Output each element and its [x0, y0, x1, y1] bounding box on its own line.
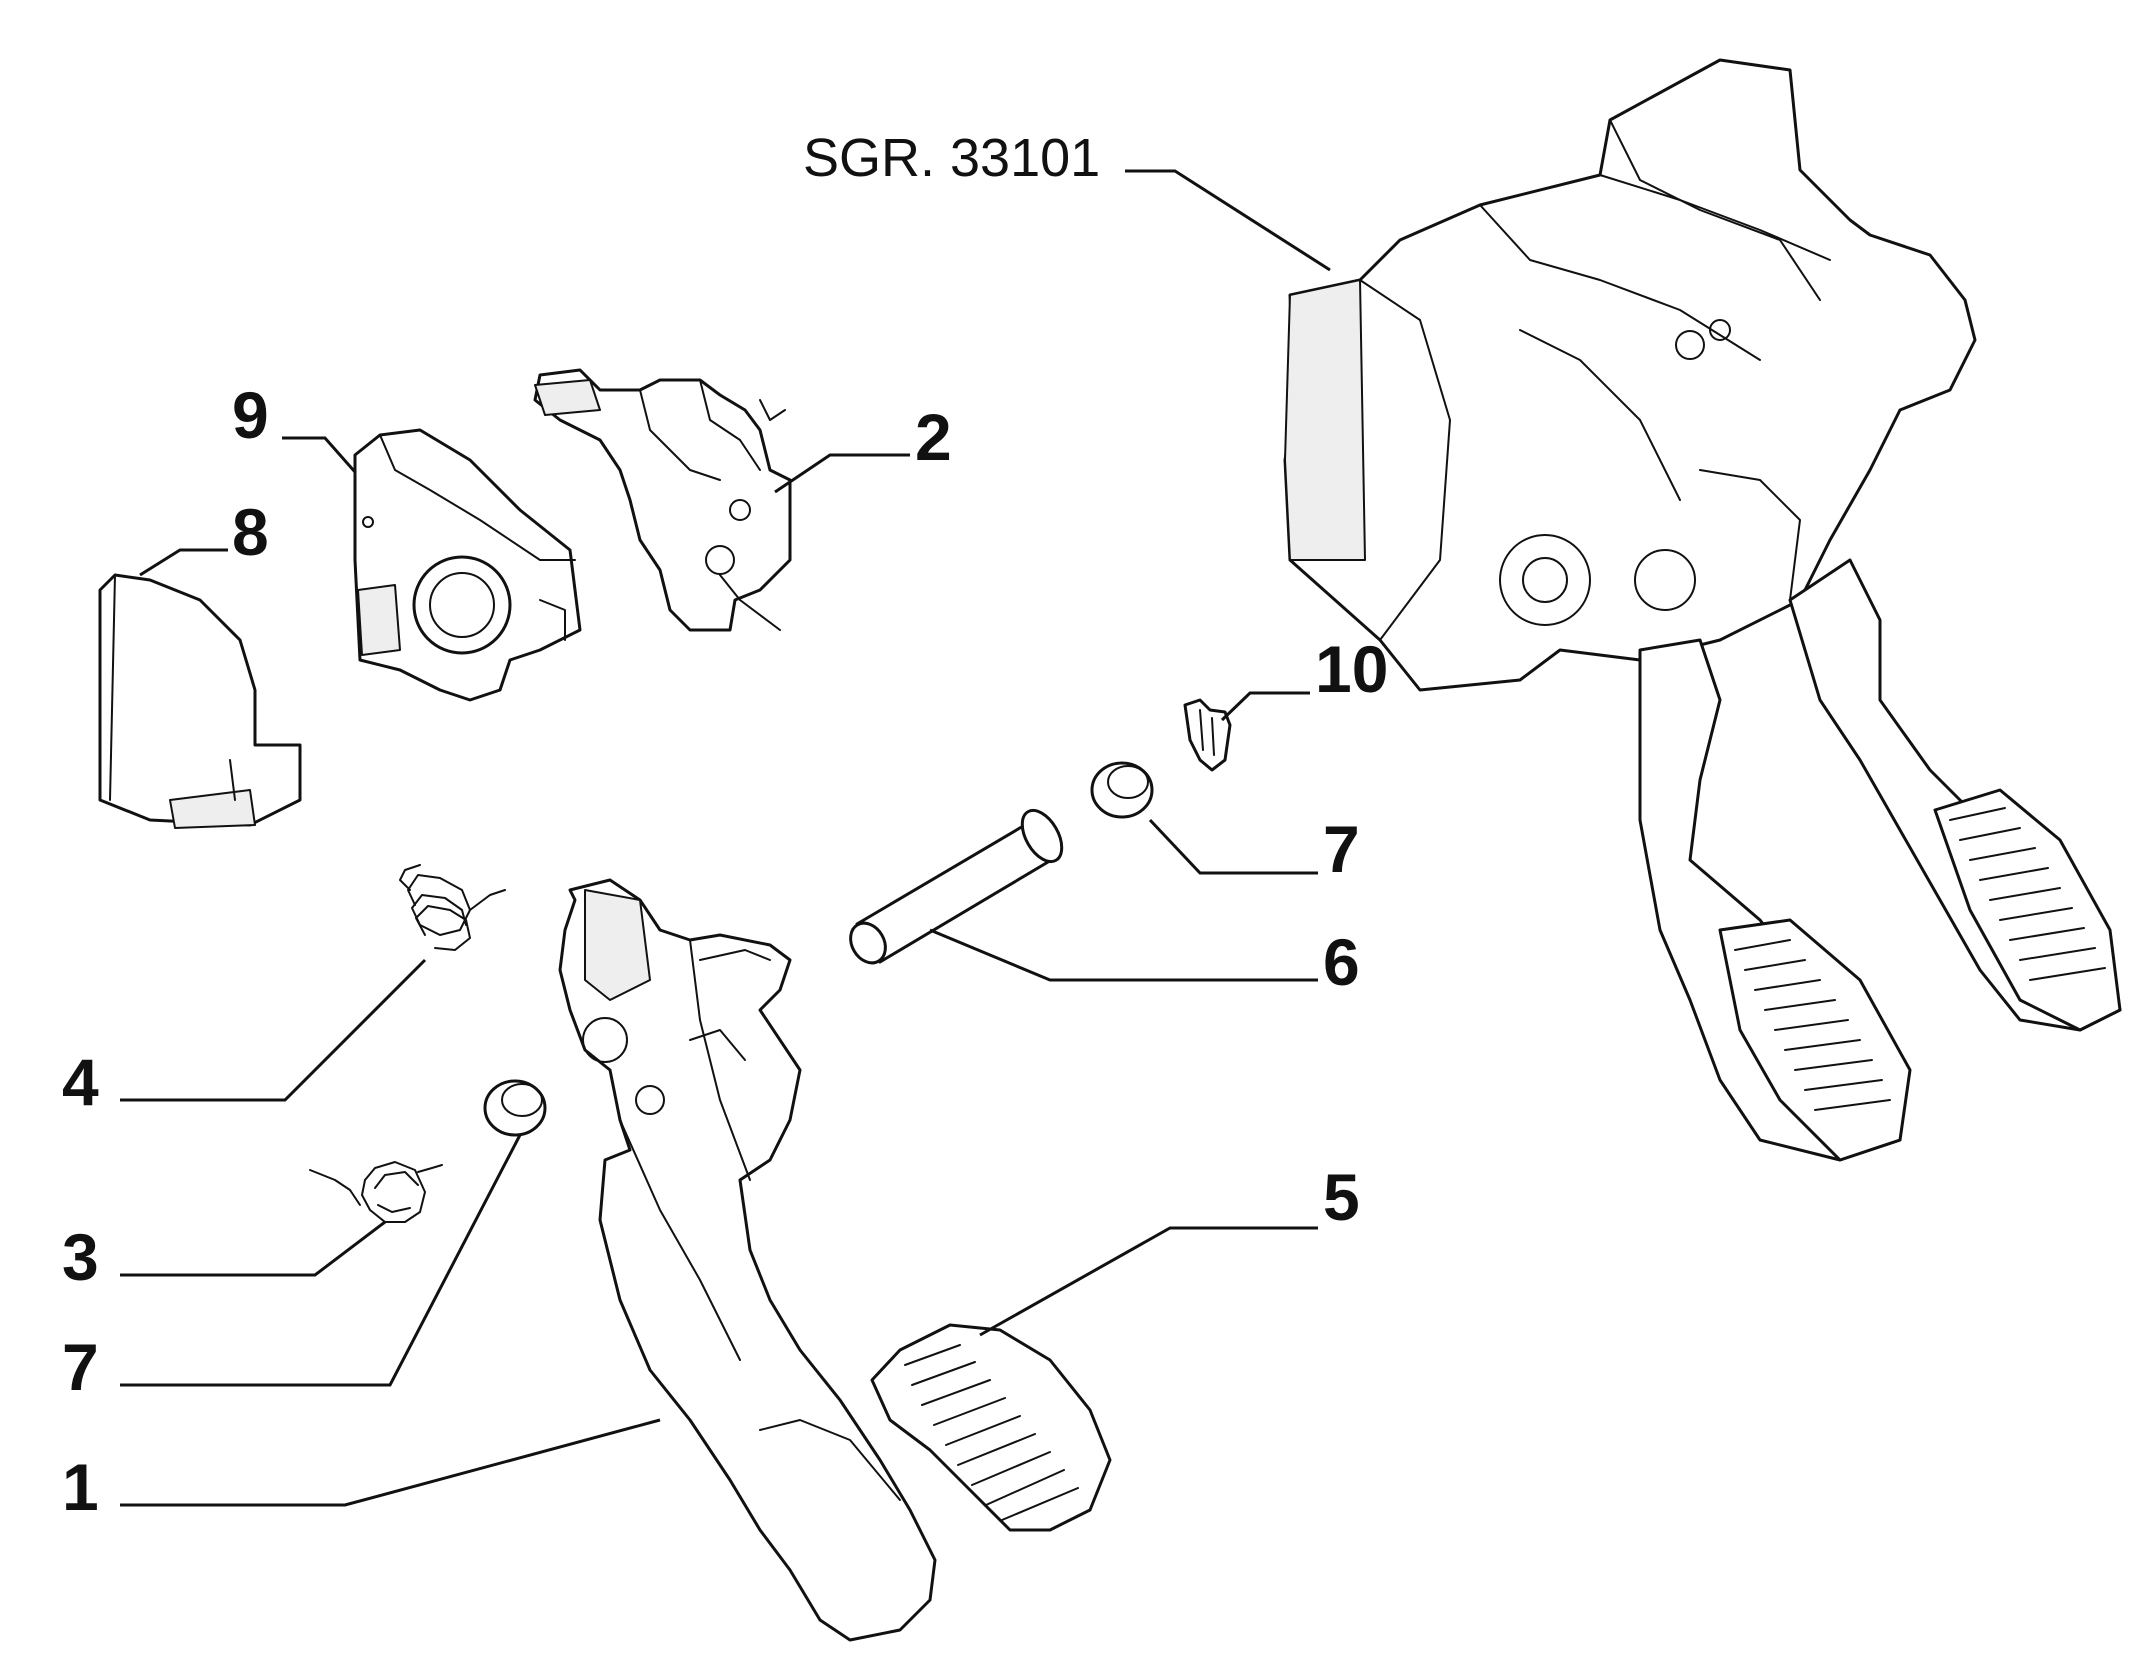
label-10: 10	[1315, 632, 1388, 706]
label-6: 6	[1323, 925, 1360, 999]
part-8-side-cover	[98, 573, 302, 829]
label-4: 4	[62, 1045, 99, 1119]
leader-10	[1220, 691, 1310, 722]
leader-1	[120, 1418, 661, 1507]
label-8: 8	[232, 495, 269, 569]
label-3: 3	[62, 1220, 99, 1294]
part-6-pivot-pin	[849, 808, 1064, 965]
part-9-cover-plate	[353, 428, 582, 702]
left-pedal-pad-ribs	[1734, 939, 1891, 1111]
leader-ref	[1125, 169, 1331, 272]
label-9: 9	[232, 378, 269, 452]
part-3-coil-spring	[309, 1161, 443, 1223]
leader-9	[282, 436, 357, 473]
leader-7a	[1148, 818, 1318, 875]
label-7-upper: 7	[1323, 812, 1360, 886]
leader-4	[120, 958, 427, 1102]
leader-lines	[120, 169, 1331, 1507]
part-7-upper-bushing	[1090, 761, 1154, 819]
leader-3	[120, 1220, 386, 1277]
part-5-pedal-pad	[870, 1323, 1112, 1532]
part-2-pedal-sensor	[533, 368, 792, 632]
leader-2	[774, 453, 910, 494]
right-pedal-pad-ribs	[1949, 807, 2106, 981]
pedal-box-assembly	[1283, 58, 2122, 1162]
leader-8	[139, 548, 228, 577]
part-4-torsion-spring	[399, 864, 506, 951]
part-1-pedal-arm	[558, 878, 937, 1642]
reference-label: SGR. 33101	[803, 128, 1100, 188]
leader-5	[979, 1226, 1318, 1337]
label-1: 1	[62, 1450, 99, 1524]
label-7-lower: 7	[62, 1330, 99, 1404]
part-7-lower-bushing	[483, 1079, 547, 1137]
label-2: 2	[915, 400, 952, 474]
part-10-clip	[1183, 698, 1232, 772]
leader-7b	[120, 1134, 522, 1387]
label-5: 5	[1323, 1160, 1360, 1234]
leader-6	[929, 928, 1318, 982]
